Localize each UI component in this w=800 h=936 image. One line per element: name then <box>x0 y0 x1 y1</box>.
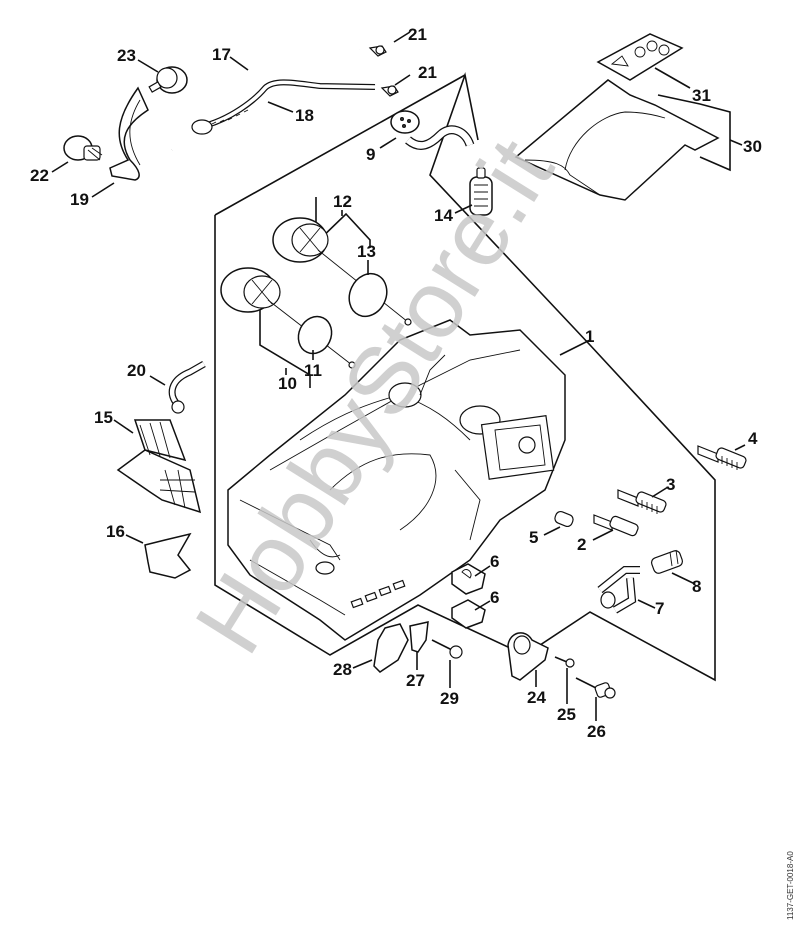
label-part-11: 11 <box>304 361 322 380</box>
label-part-14: 14 <box>434 206 453 225</box>
label-part-25: 25 <box>557 705 576 724</box>
label-part-28: 28 <box>333 660 352 679</box>
label-part-2: 2 <box>577 535 586 554</box>
part-29-screw <box>431 639 463 659</box>
part-31-pictogram-label <box>596 33 684 81</box>
label-part-21-upper: 21 <box>408 25 427 44</box>
part-9-tank-vent-hose <box>390 110 475 150</box>
label-part-31: 31 <box>692 86 711 105</box>
label-part-7: 7 <box>655 599 664 618</box>
label-part-15: 15 <box>94 408 113 427</box>
label-part-26: 26 <box>587 722 606 741</box>
label-part-29: 29 <box>440 689 459 708</box>
part-27-clip <box>409 621 429 653</box>
hose-grommet <box>191 109 249 135</box>
part-6-rubber-pad-lower <box>451 599 486 629</box>
part-10-oil-cap <box>220 267 356 369</box>
part-4-stud <box>697 445 747 470</box>
label-part-23: 23 <box>117 46 136 65</box>
part-26-collar-screw <box>575 677 616 699</box>
part-14-fuel-filter <box>469 167 493 216</box>
part-5-sleeve <box>554 510 574 528</box>
part-20-elbow-connector <box>168 360 206 414</box>
part-11-o-ring <box>297 315 333 355</box>
part-6-rubber-pad-upper <box>451 563 486 595</box>
part-18-fuel-hose <box>191 79 376 135</box>
label-part-10: 10 <box>278 374 297 393</box>
label-part-5: 5 <box>529 528 538 547</box>
label-part-1: 1 <box>585 327 594 346</box>
label-part-27: 27 <box>406 671 425 690</box>
label-part-13: 13 <box>357 242 376 261</box>
part-8-oil-pickup-body <box>650 549 684 574</box>
part-25-screw <box>554 656 575 668</box>
label-part-6-lower: 6 <box>490 588 499 607</box>
part-13-o-ring <box>348 272 388 318</box>
label-part-17: 17 <box>212 45 231 64</box>
part-7-oil-pickup-hose <box>597 566 640 614</box>
part-3-stud <box>617 489 667 514</box>
part-21-elbow-fitting-lower <box>380 85 399 97</box>
label-part-20: 20 <box>127 361 146 380</box>
part-23-valve <box>148 66 188 94</box>
part-17-fuel-hose <box>170 48 361 151</box>
part-15-cover-grille <box>116 419 202 514</box>
label-part-22: 22 <box>30 166 49 185</box>
bracket-30 <box>657 94 743 172</box>
label-part-4: 4 <box>748 429 758 448</box>
label-part-12: 12 <box>333 192 352 211</box>
label-part-24: 24 <box>527 688 546 707</box>
part-28-gasket <box>373 623 409 673</box>
label-part-16: 16 <box>106 522 125 541</box>
part-21-elbow-fitting-upper <box>368 45 387 57</box>
document-id: 1137-GET-0018-A0 <box>786 851 795 920</box>
part-labels: 23 17 21 21 18 9 22 19 14 31 30 12 13 11… <box>30 25 762 741</box>
part-1-crankcase <box>227 319 566 641</box>
label-part-30: 30 <box>743 137 762 156</box>
part-16-bracket <box>144 532 192 579</box>
label-part-8: 8 <box>692 577 701 596</box>
leader-lines <box>51 31 746 721</box>
label-part-18: 18 <box>295 106 314 125</box>
part-24-chain-catcher <box>507 632 549 681</box>
label-part-6-upper: 6 <box>490 552 499 571</box>
bracket-10 <box>259 296 311 388</box>
label-part-19: 19 <box>70 190 89 209</box>
part-12-fuel-cap <box>272 217 412 326</box>
label-part-9: 9 <box>366 145 375 164</box>
part-22-primer-bulb <box>63 135 103 161</box>
part-19-hose-bracket <box>109 86 149 181</box>
group-boundary-crankcase <box>214 71 716 682</box>
label-part-21-lower: 21 <box>418 63 437 82</box>
label-part-3: 3 <box>666 475 675 494</box>
part-30-tank-cover <box>514 79 720 201</box>
part-2-stud <box>593 514 639 537</box>
